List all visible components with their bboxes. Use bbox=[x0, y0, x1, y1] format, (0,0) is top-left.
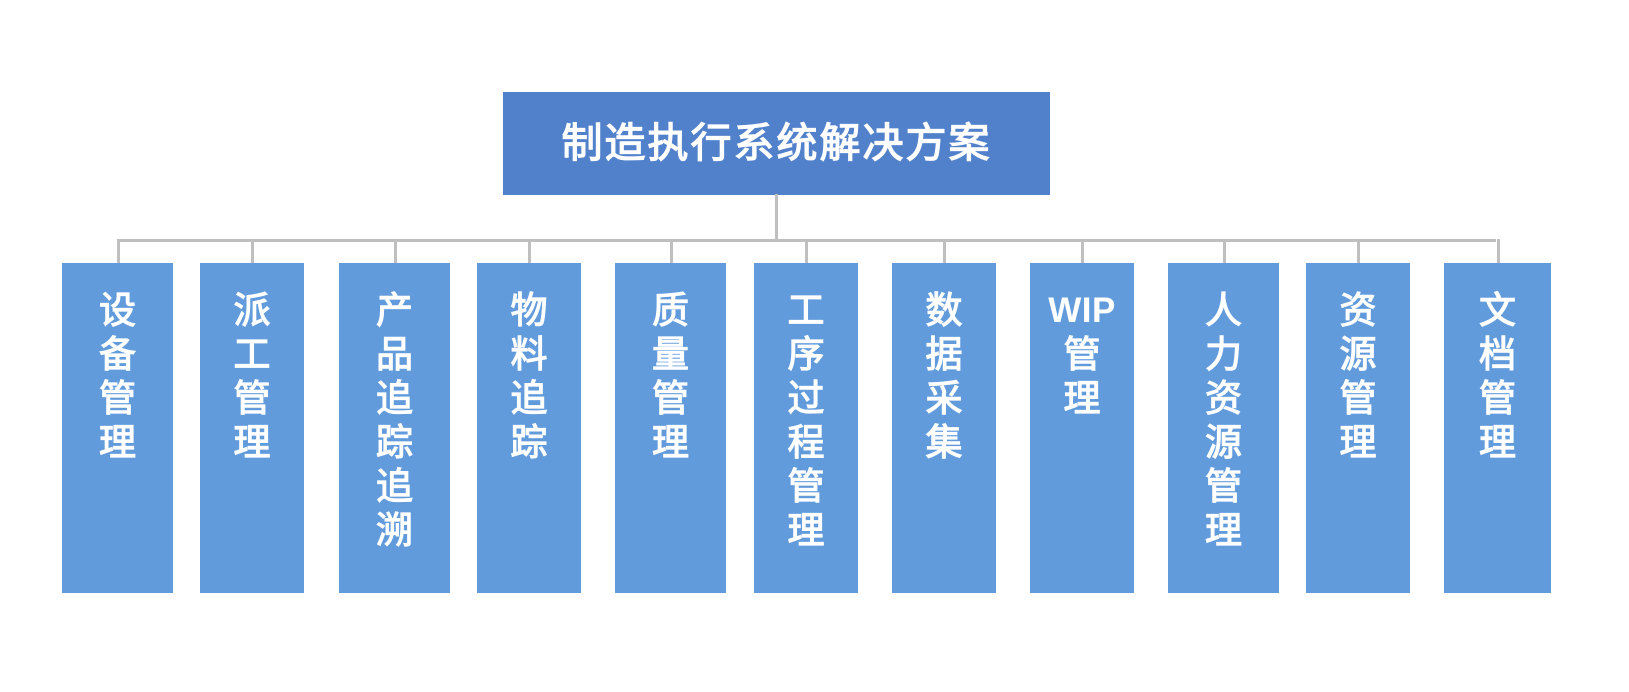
child-node-8[interactable]: WIP 管理 bbox=[1030, 263, 1134, 593]
child-node-label-line: WIP bbox=[1048, 291, 1116, 330]
connector-drop-11 bbox=[1497, 239, 1500, 264]
child-node-2[interactable]: 派工管理 bbox=[200, 263, 304, 593]
child-node-label-line: 溯 bbox=[376, 510, 413, 551]
child-node-label-line: 管 bbox=[652, 378, 689, 419]
child-node-label-line: 资 bbox=[1205, 378, 1242, 419]
child-node-label-line: 量 bbox=[652, 334, 689, 375]
child-node-label-line: 理 bbox=[233, 422, 271, 463]
child-node-label-line: 设 bbox=[99, 290, 136, 331]
child-node-label-line: 力 bbox=[1205, 334, 1242, 375]
child-node-label-line: 追 bbox=[376, 378, 413, 419]
child-node-label-line: 理 bbox=[652, 422, 689, 463]
child-node-6[interactable]: 工序过程管理 bbox=[754, 263, 858, 593]
child-node-5[interactable]: 质量管理 bbox=[615, 263, 726, 593]
child-node-label-line: 踪 bbox=[376, 422, 413, 463]
child-node-label-line: 管 bbox=[1063, 334, 1101, 375]
child-node-label-line: 追 bbox=[376, 466, 413, 507]
child-node-1[interactable]: 设备管理 bbox=[62, 263, 173, 593]
child-node-label-line: 理 bbox=[1063, 378, 1101, 419]
child-node-label-line: 管 bbox=[99, 378, 136, 419]
child-node-label-line: 管 bbox=[1479, 378, 1516, 419]
child-node-label-line: 据 bbox=[925, 334, 963, 375]
child-node-10[interactable]: 资源管理 bbox=[1306, 263, 1410, 593]
connector-drop-4 bbox=[528, 239, 531, 264]
child-node-label-line: 程 bbox=[787, 422, 825, 463]
child-node-label-line: 序 bbox=[787, 334, 825, 375]
child-node-label-line: 工 bbox=[787, 290, 825, 331]
child-node-label-line: 人 bbox=[1205, 290, 1242, 331]
connector-drop-8 bbox=[1081, 239, 1084, 264]
child-node-label-line: 质 bbox=[652, 290, 689, 331]
connector-drop-6 bbox=[805, 239, 808, 264]
child-node-label-line: 产 bbox=[376, 290, 413, 331]
child-node-label-line: 理 bbox=[787, 510, 825, 551]
child-node-label-line: 管 bbox=[1205, 466, 1242, 507]
child-node-label-line: 物 bbox=[510, 290, 548, 331]
child-node-label-line: 数 bbox=[925, 290, 963, 331]
child-node-label-line: 源 bbox=[1339, 334, 1377, 375]
child-node-label-line: 源 bbox=[1205, 422, 1242, 463]
connector-drop-1 bbox=[117, 239, 120, 264]
child-node-label-line: 过 bbox=[787, 378, 825, 419]
child-node-label-line: 管 bbox=[1339, 378, 1377, 419]
child-node-3[interactable]: 产品追踪追溯 bbox=[339, 263, 450, 593]
child-node-label-line: 踪 bbox=[510, 422, 548, 463]
child-node-7[interactable]: 数据采集 bbox=[892, 263, 996, 593]
child-node-label-line: 工 bbox=[233, 334, 271, 375]
child-node-4[interactable]: 物料追踪 bbox=[477, 263, 581, 593]
child-node-label-line: 档 bbox=[1479, 334, 1516, 375]
root-node-label: 制造执行系统解决方案 bbox=[561, 120, 992, 166]
connector-drop-10 bbox=[1357, 239, 1360, 264]
root-node-mes-solution[interactable]: 制造执行系统解决方案 bbox=[503, 92, 1050, 195]
child-node-label-line: 理 bbox=[1479, 422, 1516, 463]
connector-root-stem bbox=[775, 194, 778, 240]
connector-drop-2 bbox=[251, 239, 254, 264]
child-node-label-line: 采 bbox=[925, 378, 963, 419]
child-node-label-line: 料 bbox=[510, 334, 548, 375]
child-node-label-line: 备 bbox=[99, 334, 136, 375]
connector-drop-7 bbox=[943, 239, 946, 264]
child-node-label-line: 派 bbox=[233, 290, 271, 331]
child-node-label-line: 理 bbox=[1339, 422, 1377, 463]
connector-drop-3 bbox=[394, 239, 397, 264]
child-node-label-line: 集 bbox=[925, 422, 963, 463]
connector-drop-5 bbox=[670, 239, 673, 264]
child-node-label-line: 理 bbox=[1205, 510, 1242, 551]
child-node-label-line: 资 bbox=[1339, 290, 1377, 331]
connector-drop-9 bbox=[1223, 239, 1226, 264]
child-node-label-line: 品 bbox=[376, 334, 413, 375]
child-node-label-line: 管 bbox=[787, 466, 825, 507]
child-node-label-line: 追 bbox=[510, 378, 548, 419]
child-node-label-line: 管 bbox=[233, 378, 271, 419]
child-node-9[interactable]: 人力资源管理 bbox=[1168, 263, 1279, 593]
child-node-11[interactable]: 文档管理 bbox=[1444, 263, 1551, 593]
child-node-label-line: 文 bbox=[1479, 290, 1516, 331]
child-node-label-line: 理 bbox=[99, 422, 136, 463]
